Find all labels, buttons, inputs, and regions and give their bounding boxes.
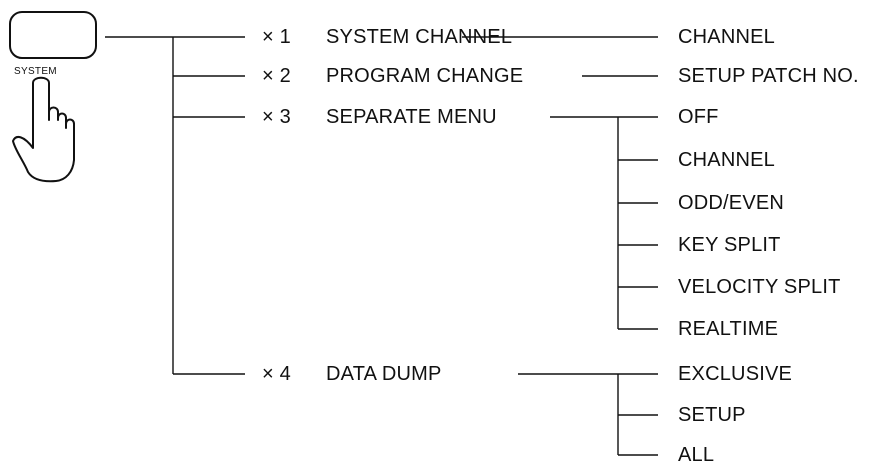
pointing-hand-icon (12, 76, 75, 183)
option-realtime: REALTIME (678, 318, 779, 340)
option-key-split: KEY SPLIT (678, 234, 781, 256)
press-count-3: × 3 (262, 106, 291, 128)
press-count-2: × 2 (262, 65, 291, 87)
menu-data-dump: DATA DUMP (326, 363, 442, 385)
option-setup-patch-no: SETUP PATCH NO. (678, 65, 859, 87)
system-button-icon (9, 11, 97, 59)
option-setup: SETUP (678, 404, 746, 426)
option-channel: CHANNEL (678, 149, 775, 171)
option-velocity-split: VELOCITY SPLIT (678, 276, 841, 298)
menu-system-channel: SYSTEM CHANNEL (326, 26, 513, 48)
press-count-4: × 4 (262, 363, 291, 385)
option-off: OFF (678, 106, 719, 128)
option-exclusive: EXCLUSIVE (678, 363, 793, 385)
menu-program-change: PROGRAM CHANGE (326, 65, 524, 87)
option-all: ALL (678, 444, 715, 466)
system-button-label: SYSTEM (14, 66, 57, 77)
option-odd-even: ODD/EVEN (678, 192, 785, 214)
menu-separate-menu: SEPARATE MENU (326, 106, 497, 128)
option-channel: CHANNEL (678, 26, 775, 48)
press-count-1: × 1 (262, 26, 291, 48)
